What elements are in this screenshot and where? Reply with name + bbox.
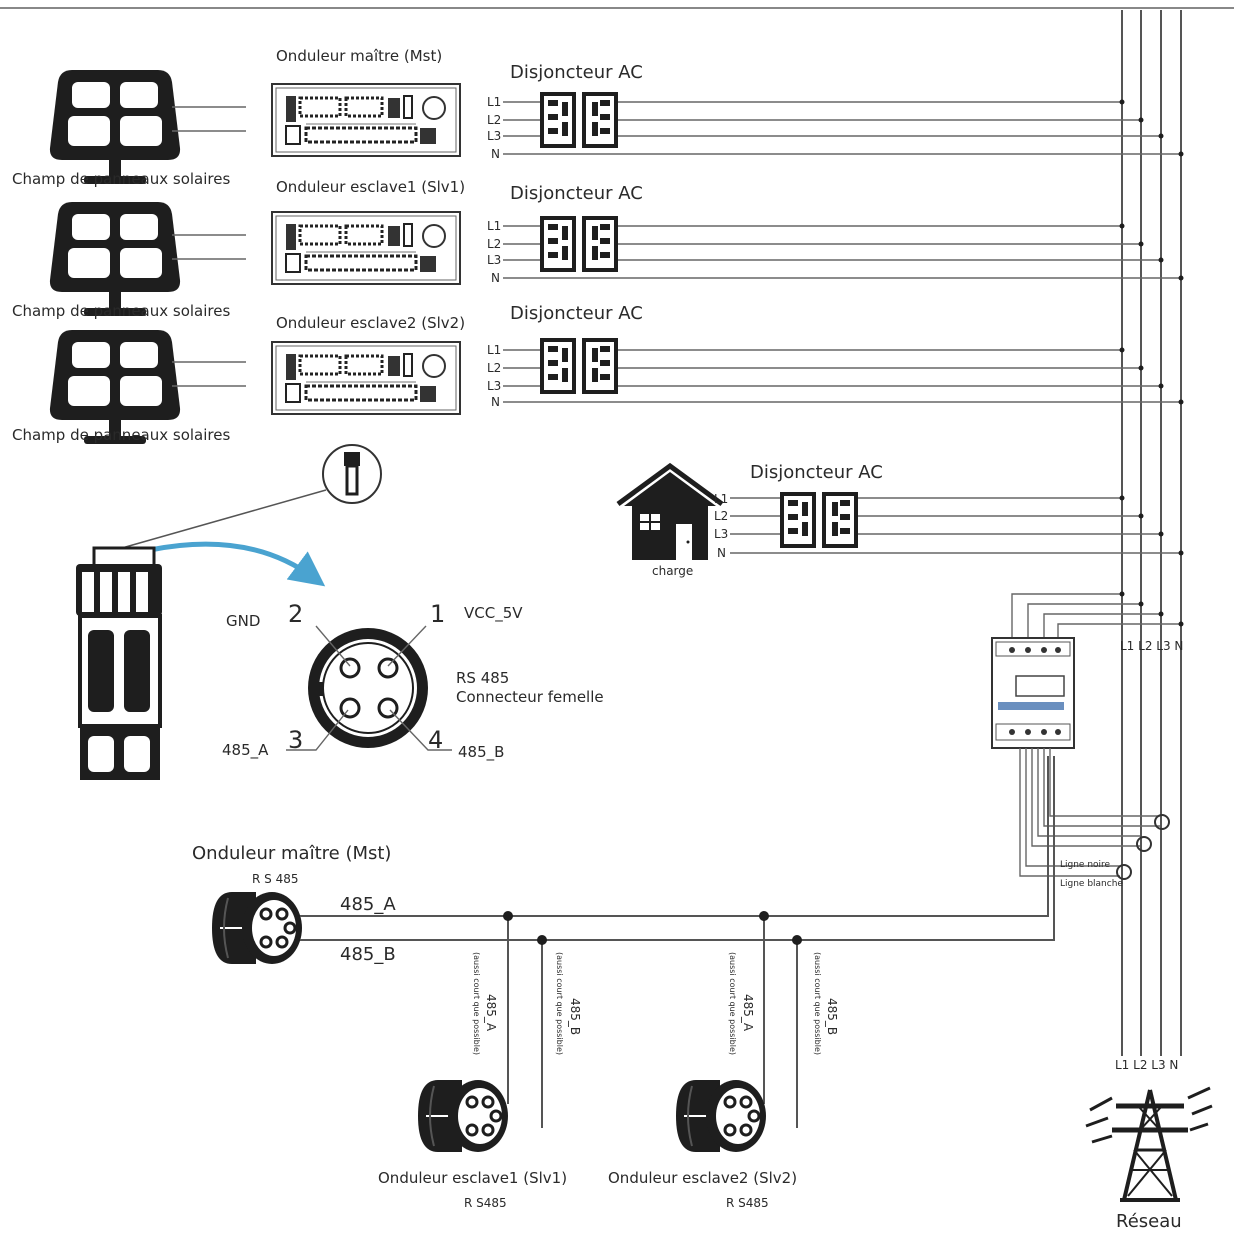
drop-note-b-2: (aussi court que possible) [813,952,822,1055]
load-breaker-label: Disjoncteur AC [750,462,883,483]
energy-meter: L1 L2 L3 N Ligne noire Ligne blanche [991,591,1184,889]
phase-n: N [491,271,500,285]
bus-slave1-port: R S485 [464,1196,507,1210]
grid: L1 L2 L3 N Réseau [1085,1058,1213,1232]
connector-plug-icon [76,546,162,780]
pin-2-number: 2 [288,600,303,628]
connector-detail: 2 1 3 4 GND VCC_5V 485_A 485_B RS 485 Co… [76,444,604,780]
pin-1-name: VCC_5V [464,604,523,623]
phase-l1: L1 [487,219,501,233]
bus-slave2-title: Onduleur esclave2 (Slv2) [608,1169,797,1187]
bus-slave2-port: R S485 [726,1196,769,1210]
load-label: charge [652,564,693,578]
phase-l3: L3 [487,129,501,143]
rs485-plug-icon [416,1078,510,1154]
pin-3-number: 3 [288,726,303,754]
inverter-row-slave2: Champ de panneaux solaires Onduleur escl… [12,303,1184,444]
phase-l2: L2 [487,361,501,375]
phase-l2: L2 [714,509,728,523]
pin-4-number: 4 [428,726,443,754]
connector-type-line1: RS 485 [456,669,509,687]
breaker-label-3: Disjoncteur AC [510,303,643,324]
pin-1-number: 1 [430,600,445,628]
pin-2-name: GND [226,612,260,630]
drop-label-b-1: 485_B [568,998,582,1035]
load-row: charge Disjoncteur AC L1 L2 L3 N [616,462,1184,578]
pin-3-name: 485_A [222,741,269,760]
drop-label-a-2: 485_A [741,994,755,1032]
breaker-icon [540,92,618,148]
inverter-title-3: Onduleur esclave2 (Slv2) [276,314,465,332]
bus-master-port: R S 485 [252,872,299,886]
phase-l3: L3 [487,379,501,393]
inverter-icon [270,82,462,158]
grid-phase-labels: L1 L2 L3 N [1115,1058,1178,1072]
power-pylon-icon [1085,1086,1213,1202]
inverter-row-slave1: Champ de panneaux solaires Onduleur escl… [12,178,1184,320]
phase-l1: L1 [487,343,501,357]
panel-label-3: Champ de panneaux solaires [12,426,230,444]
phase-l1: L1 [714,492,728,506]
solar-panel-icon [49,70,181,184]
meter-wire-black: Ligne noire [1060,860,1111,870]
phase-l3: L3 [487,253,501,267]
phase-n: N [717,546,726,560]
panel-label-2: Champ de panneaux solaires [12,302,230,320]
panel-label-1: Champ de panneaux solaires [12,170,230,188]
breaker-icon [540,338,618,394]
drop-label-b-2: 485_B [825,998,839,1035]
bus-slave1-title: Onduleur esclave1 (Slv1) [378,1169,567,1187]
rs485-plug-icon [674,1078,768,1154]
pin-4-name: 485_B [458,743,504,762]
breaker-icon [780,492,858,548]
phase-l1: L1 [487,95,501,109]
phase-l2: L2 [487,237,501,251]
breaker-label-1: Disjoncteur AC [510,62,643,83]
drop-note-a-1: (aussi court que possible) [472,952,481,1055]
meter-phase-labels: L1 L2 L3 N [1120,639,1183,653]
rs485-bus: Onduleur maître (Mst) R S 485 485_A 485_… [192,756,1055,1210]
solar-panel-icon [49,202,181,316]
phase-l2: L2 [487,113,501,127]
connector-type-line2: Connecteur femelle [456,688,604,706]
inverter-icon [270,340,462,416]
rs485-socket-icon [308,628,428,748]
breaker-icon [540,216,618,272]
drop-note-b-1: (aussi court que possible) [555,952,564,1055]
bus-line-a: 485_A [340,894,396,915]
drop-note-a-2: (aussi court que possible) [728,952,737,1055]
rs485-plug-icon [210,890,304,966]
grid-label: Réseau [1116,1211,1182,1232]
bus-line-b: 485_B [340,944,396,965]
phase-n: N [491,147,500,161]
house-icon [616,462,724,560]
phase-l3: L3 [714,527,728,541]
bus-master-title: Onduleur maître (Mst) [192,843,391,864]
vertical-bus [1121,10,1182,1056]
drop-label-a-1: 485_A [484,994,498,1032]
breaker-label-2: Disjoncteur AC [510,183,643,204]
phase-n: N [491,395,500,409]
inverter-icon [270,210,462,286]
meter-wire-white: Ligne blanche [1060,879,1123,889]
current-clamp-icon [1116,814,1170,880]
inverter-title-2: Onduleur esclave1 (Slv1) [276,178,465,196]
inverter-row-master: Champ de panneaux solaires Onduleur maît… [12,47,1184,188]
inverter-title-1: Onduleur maître (Mst) [276,47,442,65]
